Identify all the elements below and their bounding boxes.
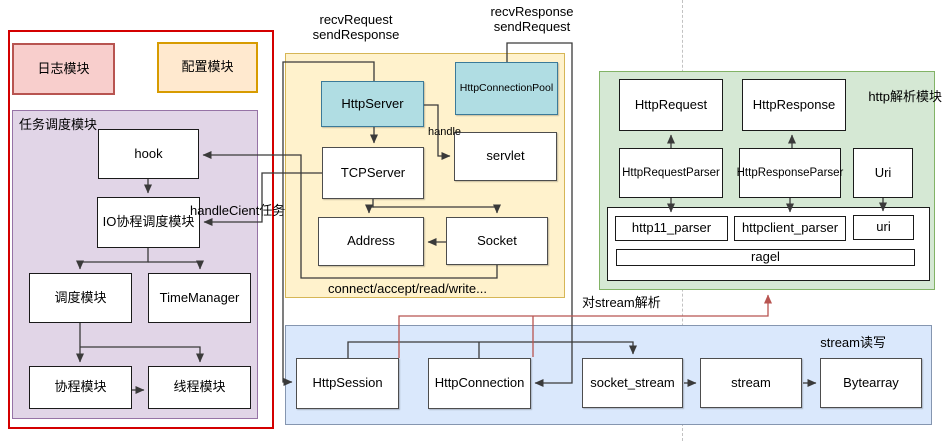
label-stream-parse: 对stream解析 bbox=[582, 295, 661, 310]
node-http11-parser: http11_parser bbox=[615, 216, 728, 241]
label-handle-client-task: handleCient任务 bbox=[190, 203, 286, 218]
node-http-server: HttpServer bbox=[321, 81, 424, 127]
node-http-connection-pool: HttpConnectionPool bbox=[455, 62, 558, 115]
label-recv-response-send-request: recvResponse sendRequest bbox=[490, 4, 574, 34]
node-http-request-parser: HttpRequestParser bbox=[619, 148, 723, 198]
node-tcp-server: TCPServer bbox=[322, 147, 424, 199]
node-stream: stream bbox=[700, 358, 802, 408]
node-http-response: HttpResponse bbox=[742, 79, 846, 131]
node-config-module: 配置模块 bbox=[157, 42, 258, 93]
node-bytearray: Bytearray bbox=[820, 358, 922, 408]
node-uri-struct: uri bbox=[853, 215, 914, 240]
node-http-response-parser: HttpResponseParser bbox=[737, 148, 843, 198]
container-label-task-schedule-module: 任务调度模块 bbox=[19, 117, 98, 132]
node-scheduler-module: 调度模块 bbox=[29, 273, 132, 323]
node-io-scheduler: IO协程调度模块 bbox=[97, 197, 200, 248]
label-handle-label: handle bbox=[428, 126, 462, 138]
node-fiber-module: 协程模块 bbox=[29, 366, 132, 409]
node-http-session: HttpSession bbox=[296, 358, 399, 409]
node-servlet: servlet bbox=[454, 132, 557, 181]
node-socket-stream: socket_stream bbox=[582, 358, 683, 408]
node-socket: Socket bbox=[446, 217, 548, 265]
node-time-manager: TimeManager bbox=[148, 273, 251, 323]
container-label-socket-module: connect/accept/read/write... bbox=[328, 281, 487, 296]
label-recv-request-send-response: recvRequest sendResponse bbox=[312, 12, 400, 42]
node-http-connection: HttpConnection bbox=[428, 358, 531, 409]
node-httpclient-parser: httpclient_parser bbox=[734, 216, 846, 241]
node-address: Address bbox=[318, 217, 424, 266]
container-label-http-parse-module: http解析模块 bbox=[868, 89, 942, 104]
node-hook: hook bbox=[98, 129, 199, 179]
node-uri-class: Uri bbox=[853, 148, 913, 198]
node-ragel: ragel bbox=[616, 249, 915, 266]
node-thread-module: 线程模块 bbox=[148, 366, 251, 409]
container-label-stream-module: stream读写 bbox=[820, 335, 886, 350]
node-http-request: HttpRequest bbox=[619, 79, 723, 131]
node-log-module: 日志模块 bbox=[12, 43, 115, 95]
